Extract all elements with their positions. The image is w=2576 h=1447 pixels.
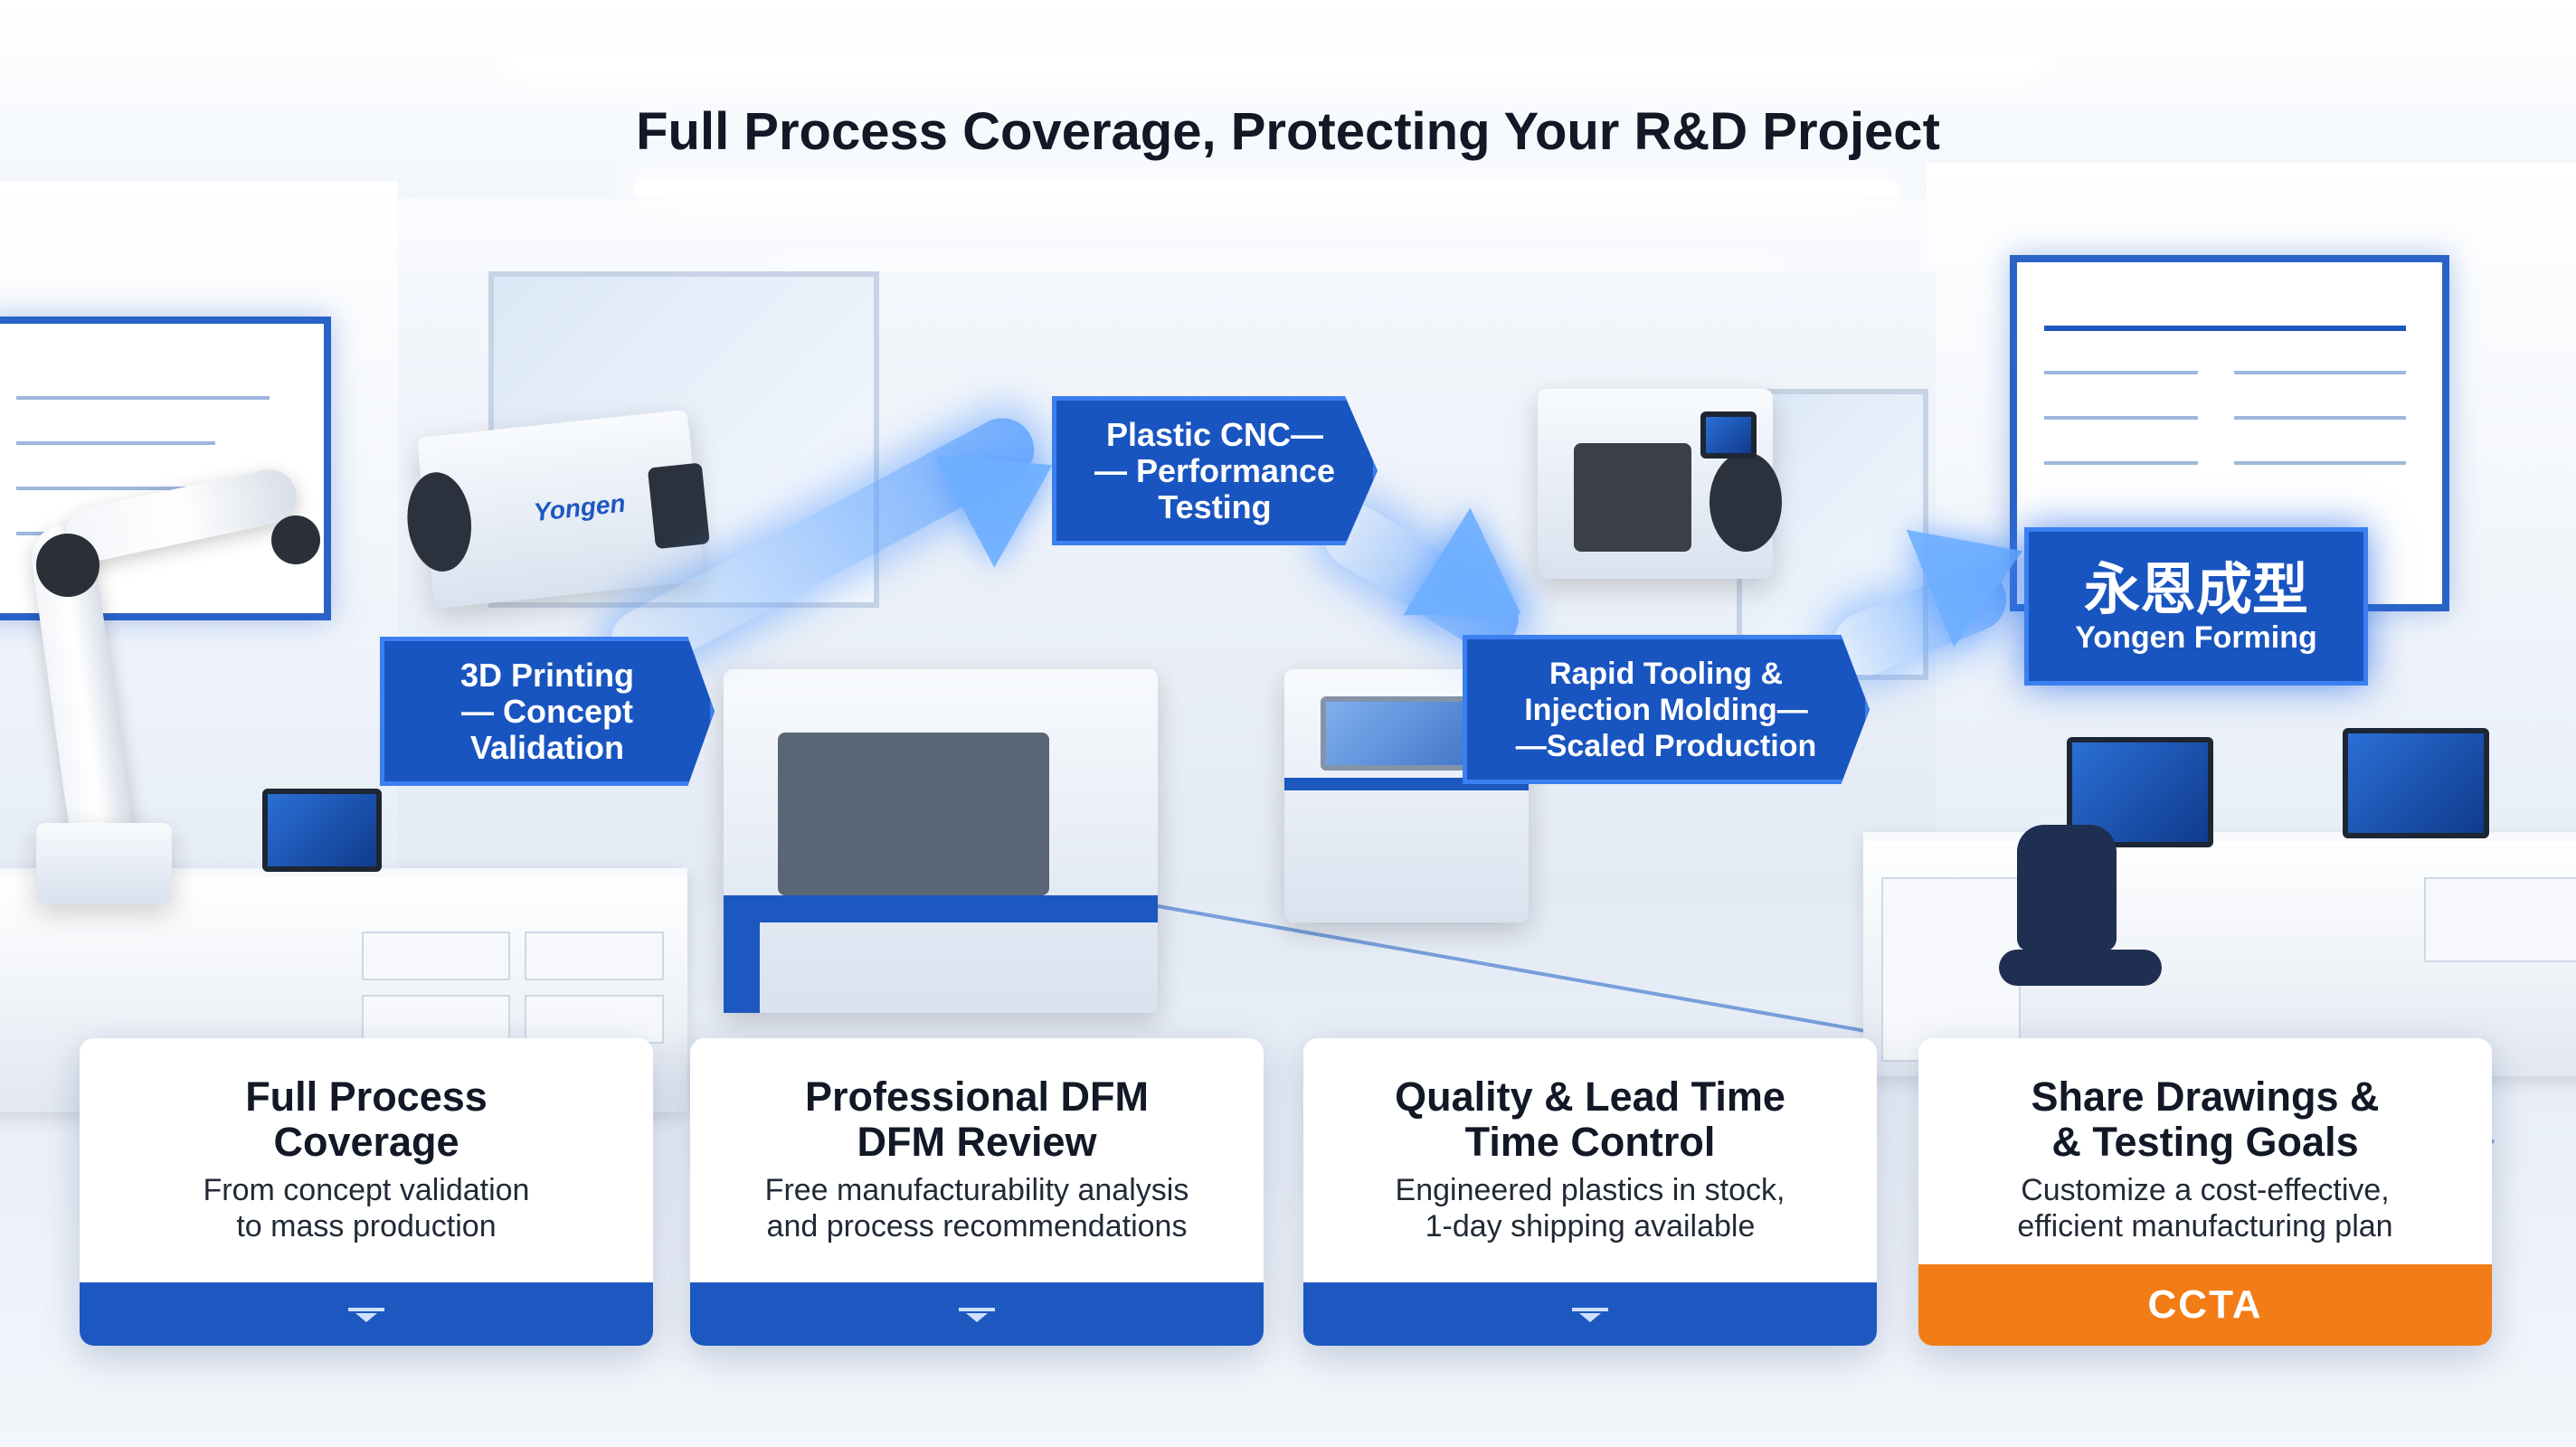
card-title-line: Professional DFM xyxy=(804,1073,1150,1120)
card-description: Customize a cost-effective, efficient ma… xyxy=(1918,1172,2492,1244)
card-desc-line: From concept validation xyxy=(203,1173,530,1207)
brand-name-cn: 永恩成型 xyxy=(2083,555,2308,622)
stage-plastic-cnc: Plastic CNC— — Performance Testing xyxy=(1052,396,1378,545)
brand-badge: 永恩成型 Yongen Forming xyxy=(2024,527,2368,686)
cnc-machine xyxy=(724,669,1158,1013)
monitor xyxy=(2067,737,2213,847)
page-title: Full Process Coverage, Protecting Your R… xyxy=(636,102,1940,161)
card-desc-line: Free manufacturability analysis xyxy=(764,1173,1189,1207)
stage-label-line: —Scaled Production xyxy=(1515,728,1817,763)
robot-arm-joint xyxy=(271,515,320,564)
card-expand-button[interactable] xyxy=(1303,1282,1877,1346)
card-title: Full Process Coverage xyxy=(80,1074,653,1165)
3d-printer-unit: Yongen xyxy=(402,409,710,610)
card-description: Free manufacturability analysis and proc… xyxy=(690,1172,1264,1244)
feature-card-dfm-review: Professional DFM DFM Review Free manufac… xyxy=(690,1038,1264,1346)
card-desc-line: Customize a cost-effective, xyxy=(2021,1173,2390,1207)
card-title: Quality & Lead Time Time Control xyxy=(1303,1074,1877,1165)
card-title-line: Time Control xyxy=(1464,1119,1716,1165)
brand-name-en: Yongen Forming xyxy=(2075,619,2317,655)
stage-rapid-tooling: Rapid Tooling & Injection Molding— —Scal… xyxy=(1463,635,1870,784)
card-title-line: Quality & Lead Time xyxy=(1395,1073,1785,1120)
card-expand-button[interactable] xyxy=(690,1282,1264,1346)
office-chair xyxy=(2017,825,2117,951)
card-expand-button[interactable] xyxy=(80,1282,653,1346)
stage-3d-printing: 3D Printing — Concept Validation xyxy=(380,637,715,786)
card-title-line: Full Process xyxy=(245,1073,488,1120)
feature-card-quality-lead-time: Quality & Lead Time Time Control Enginee… xyxy=(1303,1038,1877,1346)
chevron-down-icon xyxy=(959,1308,995,1322)
card-title-line: Coverage xyxy=(273,1119,459,1165)
card-description: Engineered plastics in stock, 1-day ship… xyxy=(1303,1172,1877,1244)
ceiling-light xyxy=(507,54,2044,71)
office-chair-seat xyxy=(1999,950,2162,986)
stage-label-line: Testing xyxy=(1158,487,1272,525)
chevron-down-icon xyxy=(1572,1308,1608,1322)
card-title-line: Share Drawings & xyxy=(2031,1073,2380,1120)
monitor xyxy=(2343,728,2489,838)
card-desc-line: Engineered plastics in stock, xyxy=(1395,1173,1785,1207)
card-title-line: & Testing Goals xyxy=(2051,1119,2359,1165)
stage-label-line: — Performance xyxy=(1094,451,1336,489)
stage-label-line: 3D Printing xyxy=(459,656,634,694)
laptop-screen xyxy=(262,789,382,872)
card-title-line: DFM Review xyxy=(857,1119,1097,1165)
robot-arm-joint xyxy=(36,534,99,597)
stage-label-line: Injection Molding— xyxy=(1524,692,1808,727)
card-description: From concept validation to mass producti… xyxy=(80,1172,653,1244)
machine-brand-label: Yongen xyxy=(532,488,627,527)
stage-label-line: Validation xyxy=(469,728,625,766)
feature-card-full-process: Full Process Coverage From concept valid… xyxy=(80,1038,653,1346)
card-title: Professional DFM DFM Review xyxy=(690,1074,1264,1165)
feature-card-share-drawings: Share Drawings & & Testing Goals Customi… xyxy=(1918,1038,2492,1346)
ceiling-light xyxy=(633,181,1899,197)
robot-arm-base xyxy=(36,823,172,904)
card-title: Share Drawings & & Testing Goals xyxy=(1918,1074,2492,1165)
cta-button[interactable]: CCTA xyxy=(1918,1264,2492,1346)
stage-label-line: Plastic CNC— xyxy=(1105,415,1324,453)
card-desc-line: 1-day shipping available xyxy=(1425,1209,1756,1244)
stage-label-line: — Concept xyxy=(460,692,633,730)
card-desc-line: to mass production xyxy=(236,1209,497,1244)
tooling-machine xyxy=(1538,389,1782,579)
card-desc-line: efficient manufacturing plan xyxy=(2017,1209,2393,1244)
card-desc-line: and process recommendations xyxy=(766,1209,1188,1244)
lab-bench-right xyxy=(1863,832,2576,1076)
stage-label-line: Rapid Tooling & xyxy=(1548,656,1784,691)
chevron-down-icon xyxy=(348,1308,384,1322)
